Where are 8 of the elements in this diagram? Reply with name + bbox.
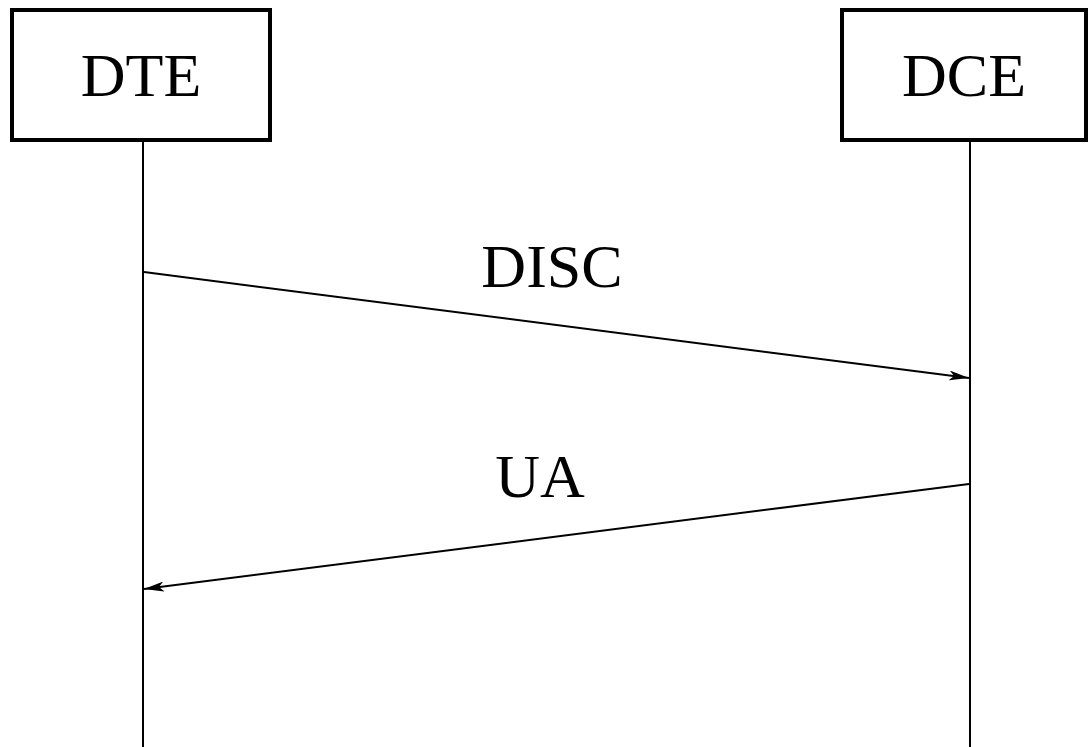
message-arrow	[143, 271, 970, 381]
lifeline	[969, 142, 971, 747]
entity-label: DTE	[80, 44, 202, 106]
lifeline	[142, 142, 144, 747]
message-arrow	[143, 483, 970, 592]
entity-box	[840, 8, 1088, 142]
entity-label: DCE	[902, 44, 1026, 106]
entity-box	[10, 8, 272, 142]
